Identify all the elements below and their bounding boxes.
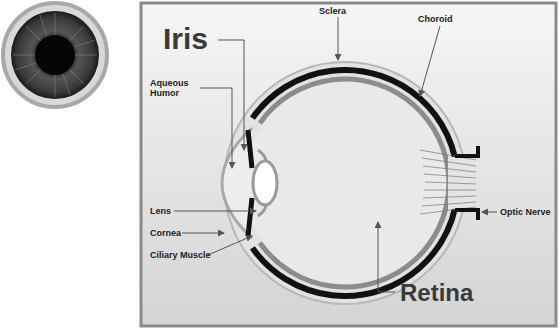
eyeball	[222, 62, 466, 304]
retina-layer	[260, 79, 449, 287]
part-label: Lens	[150, 206, 190, 216]
leader-lines	[174, 17, 497, 292]
lens-shape	[253, 161, 277, 205]
iris-photo	[3, 3, 107, 107]
iris-shape	[248, 130, 252, 168]
optic-nerve-shape	[420, 146, 478, 220]
choroid-layer	[252, 70, 458, 296]
part-title: Iris	[163, 22, 233, 56]
iris-shape	[248, 198, 252, 236]
part-label: Sclera	[319, 6, 369, 16]
part-label: Choroid	[418, 14, 478, 24]
background-panel	[141, 3, 556, 326]
part-label: Ciliary Muscle	[150, 250, 220, 260]
part-label: Aqueous Humor	[150, 78, 200, 98]
part-label: Cornea	[150, 228, 190, 238]
cornea-shape	[222, 128, 252, 238]
part-label: Optic Nerve	[500, 207, 558, 217]
part-title: Retina	[400, 279, 500, 307]
